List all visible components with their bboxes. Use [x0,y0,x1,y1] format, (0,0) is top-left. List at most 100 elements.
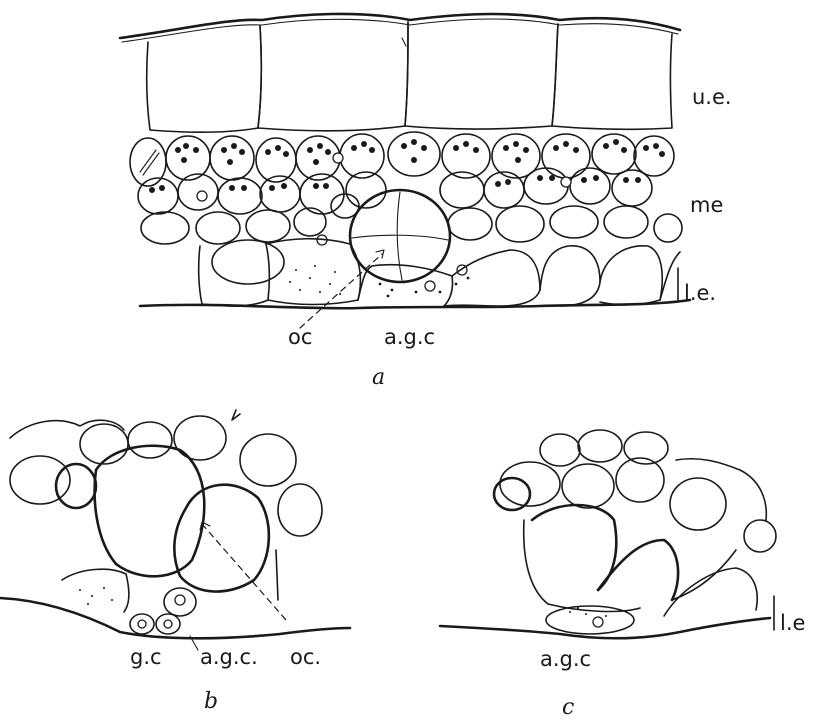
cell [540,434,580,466]
cell-wall [548,604,640,611]
mesophyll-cell [484,172,524,208]
cell-wall-fragment [232,410,240,420]
lower-cuticle-c [440,618,770,638]
mesophyll-cell [210,136,254,180]
label-oc: oc [288,325,312,349]
panel-letter-a: a [372,365,385,390]
panel-a: u.e. me l.e. oc a.g.c a [120,14,732,390]
upper-epidermis-cell [405,22,558,129]
lower-epidermis-cell [358,265,453,306]
lower-cuticle [140,300,690,308]
mesophyll-cell [634,136,674,176]
stippled-cell [62,569,129,612]
oil-cell-division [397,192,402,280]
nucleus [561,177,571,187]
panel-letter-c: c [562,695,574,720]
mesophyll-cell [138,178,178,214]
panel-b: g.c a.g.c. oc. b [0,410,350,714]
label-lower-epidermis: l.e. [684,281,716,305]
upper-epidermis-cell [147,26,262,132]
upper-epidermis [147,22,672,132]
label-agc: a.g.c [384,325,435,349]
panel-c: l.e a.g.c c [440,430,805,720]
large-cell-wall [598,540,678,600]
label-lower-epidermis-c: l.e [780,611,805,635]
label-agc-b: a.g.c. [200,645,258,669]
lower-epidermis-cell [600,246,662,305]
upper-cuticle [120,14,680,38]
nucleus [425,281,435,291]
cell-wall-fragment [402,38,406,46]
cell [240,434,296,486]
oc-leader-line [300,254,382,328]
guard-cell-nucleus [164,620,172,628]
label-agc-c: a.g.c [540,647,591,671]
thick-walled-cell [494,478,530,510]
cell [744,520,776,552]
spongy-cell [331,194,359,218]
upper-epidermis-cell [552,24,672,129]
label-oc-b: oc. [290,645,321,669]
label-upper-epidermis: u.e. [692,85,732,109]
label-mesophyll: me [690,193,723,217]
nucleus [333,153,343,163]
oil-cell-left [95,446,205,577]
mesophyll-cell [218,178,262,214]
cell [10,420,124,438]
cell [670,478,726,530]
cell [128,422,172,458]
lower-epidermis-cell [199,244,270,306]
mesophyll-cell [524,168,568,204]
guard-cell-nucleus [138,620,146,628]
mesophyll-cell [442,134,490,178]
lower-epidermis [199,239,680,306]
mesophyll-cell [246,210,290,242]
lower-epidermis-cell [444,250,540,306]
mesophyll-cell [604,206,648,238]
large-cell-wall [532,505,616,590]
nucleus [197,191,207,201]
cell-wall [276,550,278,600]
oil-cell-right [174,485,269,592]
mesophyll-cell [294,208,326,236]
mesophyll-cell [550,206,598,238]
mesophyll-cell [448,208,492,240]
cell [80,424,128,464]
spongy-cell [212,240,284,284]
cell [10,456,70,504]
accessory-guard-cell-nucleus [593,617,603,627]
cell [578,430,622,462]
mesophyll-cell [388,132,440,176]
panel-letter-b: b [204,689,218,714]
accessory-guard-cell-nucleus [175,595,185,605]
oc-leader-line-b [202,524,286,620]
mesophyll-cell [542,134,590,178]
crystal-mark [140,150,159,175]
mesophyll-cell [141,212,189,244]
cell [562,464,614,508]
mesophyll [130,132,682,244]
thick-walled-cell [56,464,96,508]
mesophyll-cell [166,136,210,180]
cell [174,416,226,460]
mesophyll-cell [654,214,682,242]
lower-epidermis-cell [540,246,600,306]
mesophyll-cell [196,212,240,244]
mesophyll-cell [256,138,296,182]
stippling [289,265,469,297]
upper-cuticle-inner [122,19,678,42]
cell-wall [524,520,548,604]
mesophyll-cell [340,134,384,178]
cell [616,458,664,502]
upper-epidermis-cell [258,22,408,131]
oc-leader-arrow [376,250,384,258]
mesophyll-cell [496,206,544,242]
cell-wall [672,550,736,600]
label-gc: g.c [130,645,162,669]
oil-cell-division [352,235,448,240]
mesophyll-cell [612,170,652,206]
cell [278,484,322,536]
mesophyll-cell [178,174,218,210]
